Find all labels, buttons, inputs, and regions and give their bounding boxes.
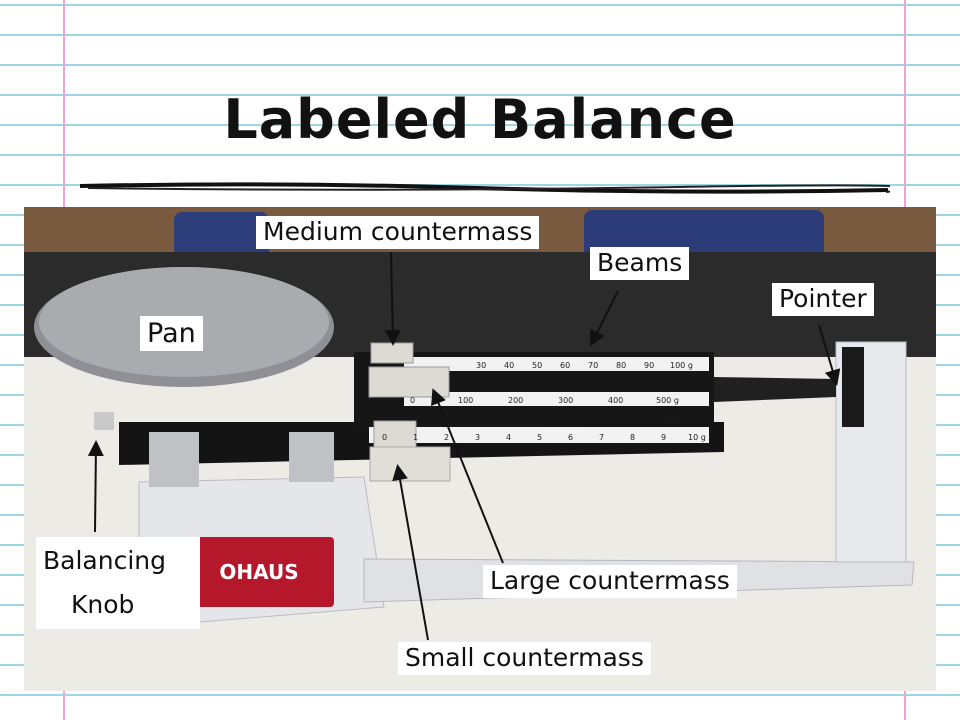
tick-bottom: 2 xyxy=(444,433,449,442)
tick-top: 70 xyxy=(588,361,598,370)
tick-middle: 0 xyxy=(410,396,415,405)
tick-middle: 300 xyxy=(558,396,573,405)
tick-top: 30 xyxy=(476,361,486,370)
tick-bottom: 10 g xyxy=(688,433,706,442)
tick-bottom: 9 xyxy=(661,433,666,442)
tick-bottom: 1 xyxy=(413,433,418,442)
tick-top: 60 xyxy=(560,361,570,370)
label-pointer: Pointer xyxy=(772,283,874,316)
arrow-pointer xyxy=(818,324,841,386)
brand-text: OHAUS xyxy=(219,560,298,584)
brand-plate xyxy=(184,537,334,607)
arrow-beams xyxy=(590,290,619,347)
tick-bottom: 3 xyxy=(475,433,480,442)
arrow-small-countermass xyxy=(392,464,429,641)
tick-bottom: 8 xyxy=(630,433,635,442)
tick-middle: 100 xyxy=(458,396,473,405)
page-title: Labeled Balance xyxy=(223,88,737,151)
tick-top: 80 xyxy=(616,361,626,370)
tick-bottom: 5 xyxy=(537,433,542,442)
arrow-large-countermass xyxy=(431,388,504,564)
label-beams: Beams xyxy=(590,247,690,280)
tick-top: 40 xyxy=(504,361,514,370)
tick-middle: 400 xyxy=(608,396,623,405)
beam-top xyxy=(404,357,709,371)
tick-middle: 500 g xyxy=(656,396,679,405)
beam-middle xyxy=(404,392,709,406)
title-underline xyxy=(79,182,890,194)
tick-top: 50 xyxy=(532,361,542,370)
tick-middle: 200 xyxy=(508,396,523,405)
tick-bottom: 0 xyxy=(382,433,387,442)
label-pan: Pan xyxy=(140,316,203,352)
label-balancing-knob-line2: Knob xyxy=(71,590,135,619)
arrow-medium-countermass xyxy=(384,251,401,346)
label-balancing-knob-line1: Balancing xyxy=(43,546,166,575)
tick-bottom: 4 xyxy=(506,433,511,442)
label-balancing-knob: Balancing Knob xyxy=(36,537,200,629)
tick-bottom: 7 xyxy=(599,433,604,442)
label-small-countermass: Small countermass xyxy=(398,642,651,675)
tick-top: 100 g xyxy=(670,361,693,370)
tick-top: 90 xyxy=(644,361,654,370)
balancing-knob xyxy=(94,412,114,430)
label-medium-countermass: Medium countermass xyxy=(256,216,540,249)
arrow-balancing-knob xyxy=(87,440,104,533)
tick-bottom: 6 xyxy=(568,433,573,442)
label-large-countermass: Large countermass xyxy=(483,565,737,598)
